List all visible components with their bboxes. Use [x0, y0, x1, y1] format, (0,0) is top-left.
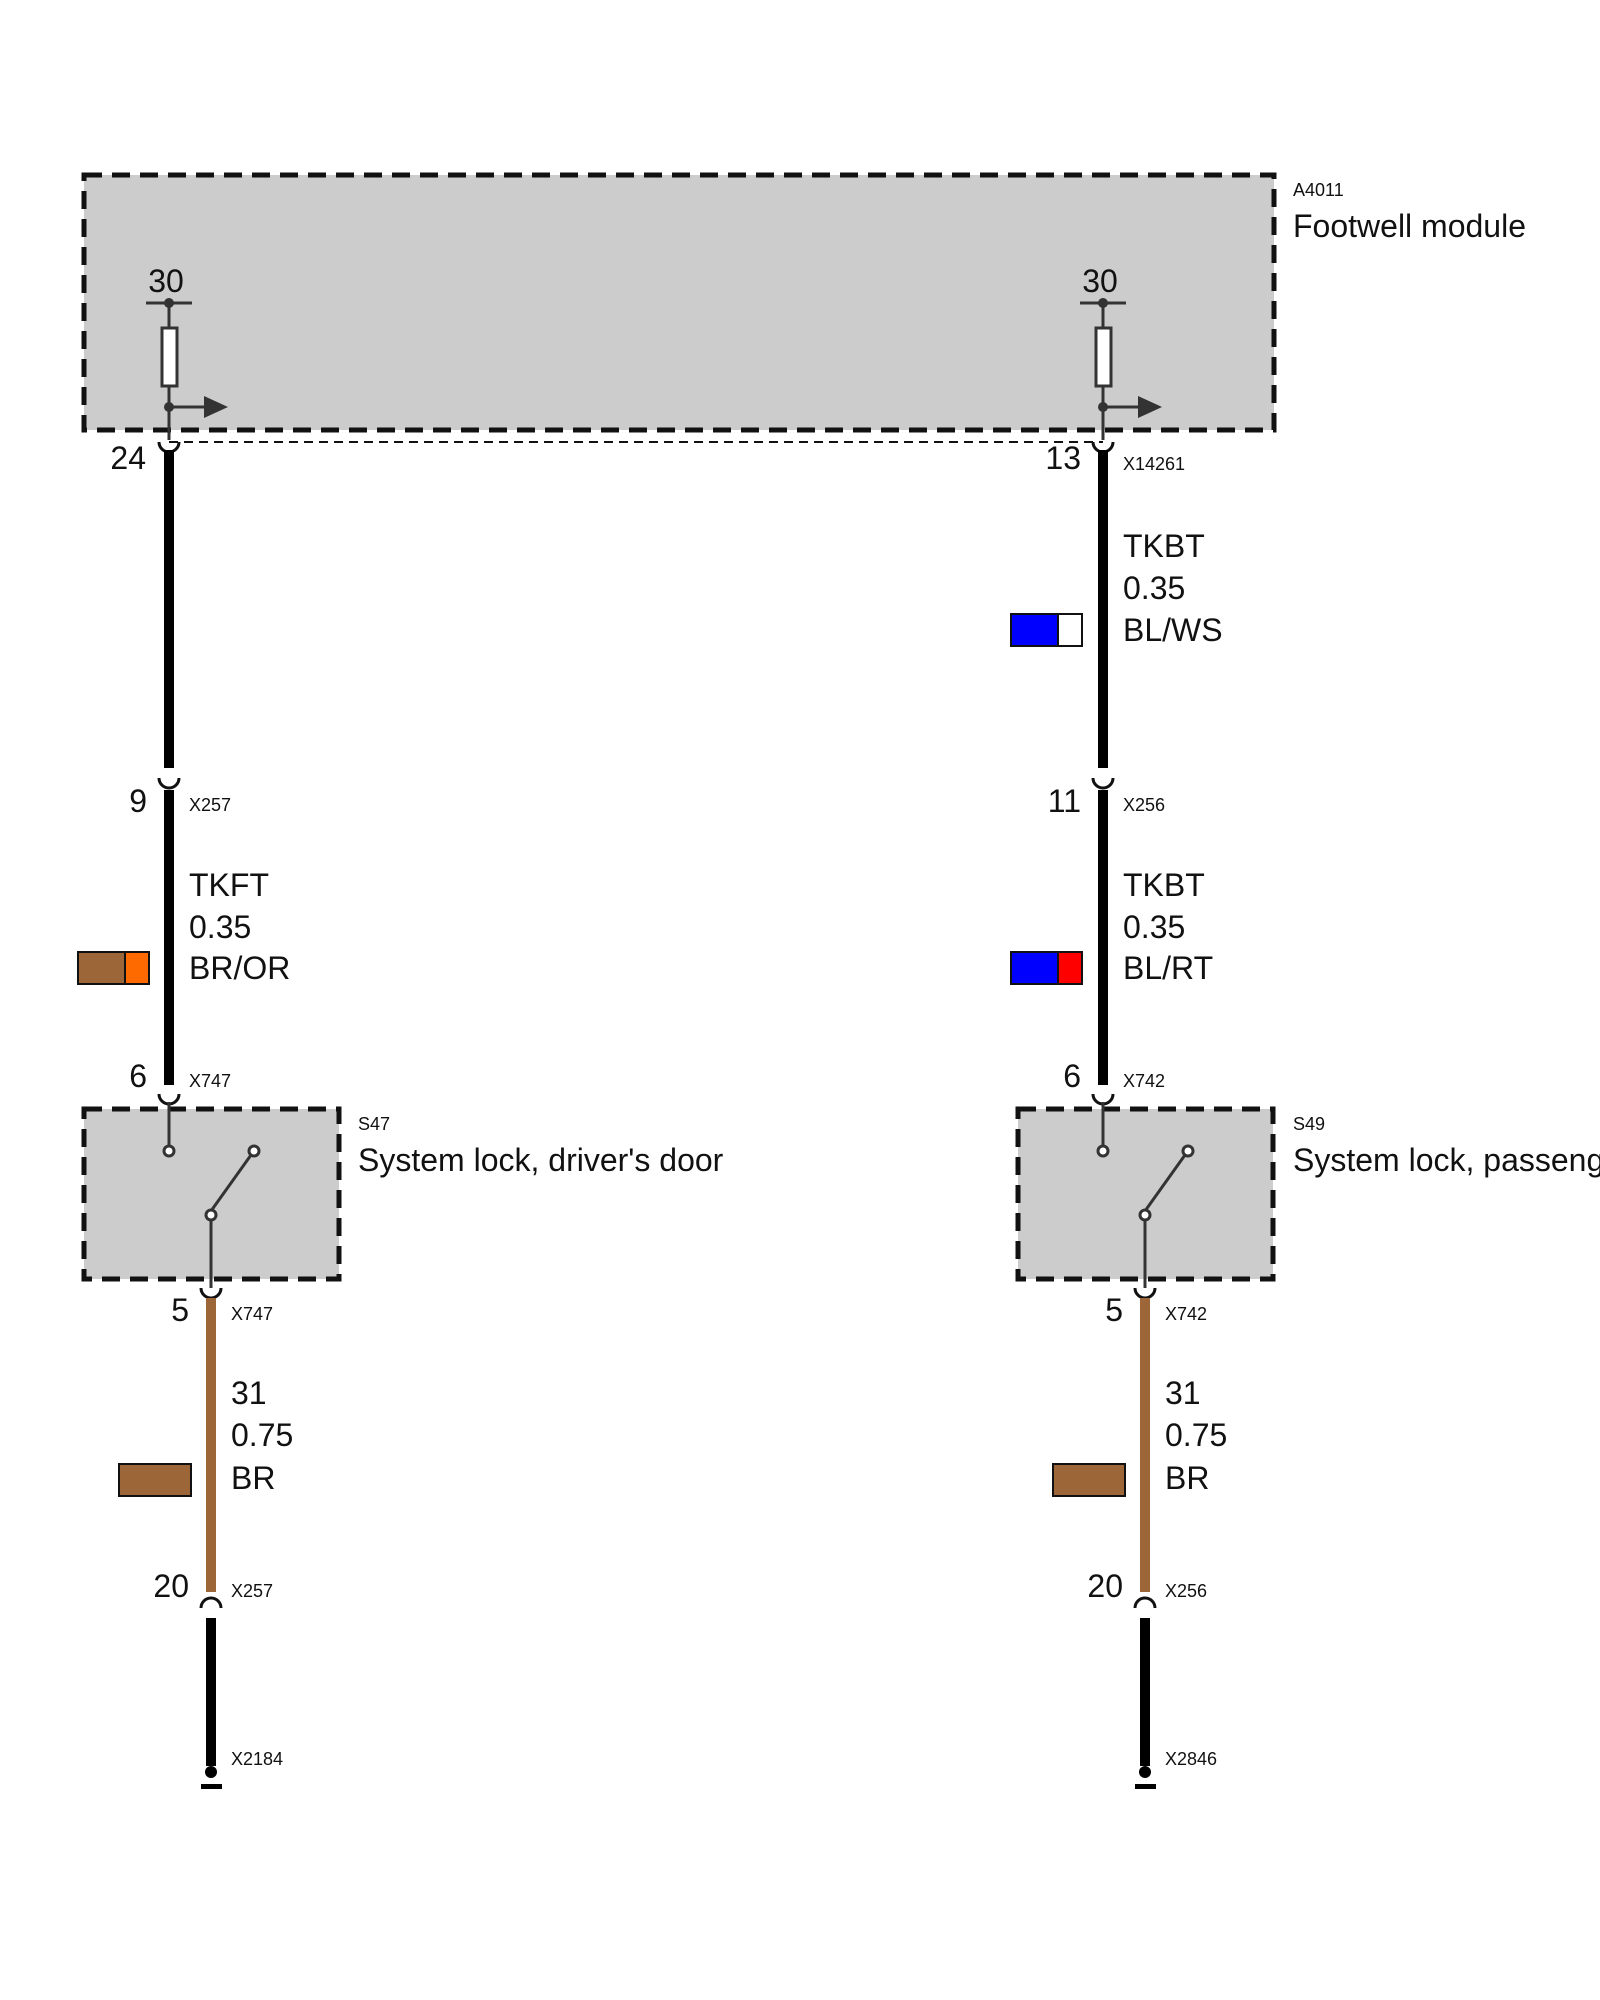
wire-right-upper-code: TKBT — [1123, 528, 1205, 564]
footwell-module-box — [81, 172, 1277, 433]
color-swatch-bl-rt — [1010, 951, 1083, 985]
wire-right-31-size: 0.75 — [1165, 1417, 1227, 1453]
plug-x256-pin-20 — [1133, 1596, 1157, 1609]
socket-x742-pin-5 — [1133, 1287, 1157, 1300]
connector-x747-in-label: X747 — [189, 1071, 231, 1091]
socket-x256-pin-11 — [1091, 777, 1115, 790]
ground-x2184-label: X2184 — [231, 1749, 283, 1769]
connector-x257-bottom-label: X257 — [231, 1581, 273, 1601]
wire-right-upper-size: 0.35 — [1123, 570, 1185, 606]
module-id: A4011 — [1293, 180, 1344, 200]
wire-right-lower-code: TKBT — [1123, 867, 1205, 903]
ground-x2184-symbol — [201, 1766, 222, 1789]
connector-x742-in-label: X742 — [1123, 1071, 1165, 1091]
wire-right-lower-color-code: BL/RT — [1123, 950, 1213, 986]
wire-left-31-size: 0.75 — [231, 1417, 293, 1453]
pin-24-label: 24 — [110, 440, 146, 476]
wire-right-upper-color-code: BL/WS — [1123, 612, 1223, 648]
switch-s49-id: S49 — [1293, 1114, 1325, 1134]
module-internal-circuit-left: 30 — [146, 263, 228, 440]
pin-20-right-label: 20 — [1087, 1568, 1123, 1604]
color-swatch-bl-ws — [1010, 613, 1083, 647]
color-swatch-br-or — [77, 951, 150, 985]
pin-6-right-label: 6 — [1063, 1058, 1081, 1094]
wire-tkft-size: 0.35 — [189, 909, 251, 945]
switch-s49-contact — [1096, 1102, 1195, 1288]
ground-x2846-symbol — [1135, 1766, 1156, 1789]
socket-x747-pin-5 — [199, 1287, 223, 1300]
color-swatch-br-left — [118, 1463, 192, 1497]
pin-5-right-label: 5 — [1105, 1292, 1123, 1328]
switch-s47-name: System lock, driver's door — [358, 1142, 724, 1178]
module-name: Footwell module — [1293, 208, 1526, 244]
connector-x747-out-label: X747 — [231, 1304, 273, 1324]
wire-left-31-code: 31 — [231, 1375, 267, 1411]
pin-5-left-label: 5 — [171, 1292, 189, 1328]
pin-11-label: 11 — [1048, 783, 1081, 819]
connector-x256-bottom-label: X256 — [1165, 1581, 1207, 1601]
wire-right-31-code: 31 — [1165, 1375, 1201, 1411]
wire-tkft-color-code: BR/OR — [189, 950, 290, 986]
wire-right-31-color-code: BR — [1165, 1460, 1209, 1496]
wire-tkft-code: TKFT — [189, 867, 269, 903]
switch-s49-name: System lock, passenger's door — [1293, 1142, 1600, 1178]
pin-9-label: 9 — [129, 783, 147, 819]
color-swatch-br-right — [1052, 1463, 1126, 1497]
module-internal-circuit-right: 30 — [1080, 263, 1162, 440]
switch-s47-contact — [162, 1102, 261, 1288]
plug-x257-pin-20 — [199, 1596, 223, 1609]
connector-x14261-label: X14261 — [1123, 454, 1185, 474]
switch-s47-id: S47 — [358, 1114, 390, 1134]
terminal-30-left: 30 — [148, 263, 184, 299]
connector-x257-top-label: X257 — [189, 795, 231, 815]
ground-x2846-label: X2846 — [1165, 1749, 1217, 1769]
pin-20-left-label: 20 — [153, 1568, 189, 1604]
pin-6-left-label: 6 — [129, 1058, 147, 1094]
pin-13-label: 13 — [1045, 440, 1081, 476]
socket-x257-pin-9 — [157, 777, 181, 790]
terminal-30-right: 30 — [1082, 263, 1118, 299]
connector-x256-top-label: X256 — [1123, 795, 1165, 815]
wire-right-lower-size: 0.35 — [1123, 909, 1185, 945]
connector-x742-out-label: X742 — [1165, 1304, 1207, 1324]
wire-left-31-color-code: BR — [231, 1460, 275, 1496]
